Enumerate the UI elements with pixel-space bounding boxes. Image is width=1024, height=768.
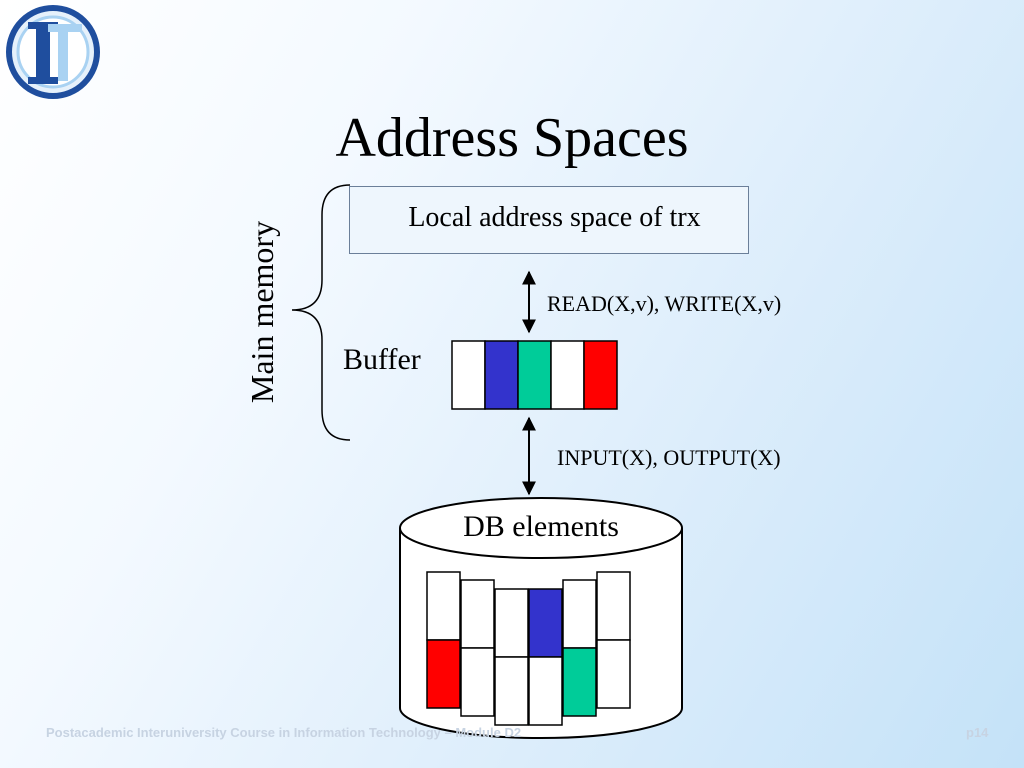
buffer-label: Buffer — [343, 343, 421, 376]
local-address-space-box — [349, 186, 749, 254]
db-element-block — [562, 647, 597, 717]
read-write-label: READ(X,v), WRITE(X,v) — [547, 291, 782, 316]
buffer-cell — [583, 340, 618, 410]
db-element-block — [426, 571, 461, 641]
db-element-block — [596, 571, 631, 641]
db-element-block — [528, 656, 563, 726]
slide-title: Address Spaces — [335, 107, 689, 169]
buffer-cell — [451, 340, 486, 410]
it-logo-icon — [6, 5, 100, 99]
buffer — [451, 340, 618, 410]
db-element-block — [494, 656, 529, 726]
db-elements-label: DB elements — [463, 510, 619, 543]
db-element-block — [528, 588, 563, 658]
db-element-block — [562, 579, 597, 649]
buffer-cell — [484, 340, 519, 410]
buffer-cell — [550, 340, 585, 410]
db-elements — [426, 571, 631, 726]
db-element-block — [426, 639, 461, 709]
main-memory-label: Main memory — [244, 220, 280, 404]
page-number: p14 — [966, 725, 989, 740]
db-element-block — [596, 639, 631, 709]
buffer-cell — [517, 340, 552, 410]
db-element-block — [460, 579, 495, 649]
db-element-block — [460, 647, 495, 717]
input-output-label: INPUT(X), OUTPUT(X) — [557, 445, 781, 470]
local-address-space-label: Local address space of trx — [408, 202, 701, 233]
db-element-block — [494, 588, 529, 658]
main-memory-brace — [291, 184, 351, 441]
slide-footer: Postacademic Interuniversity Course in I… — [46, 725, 522, 740]
db-cylinder-top — [399, 497, 683, 559]
